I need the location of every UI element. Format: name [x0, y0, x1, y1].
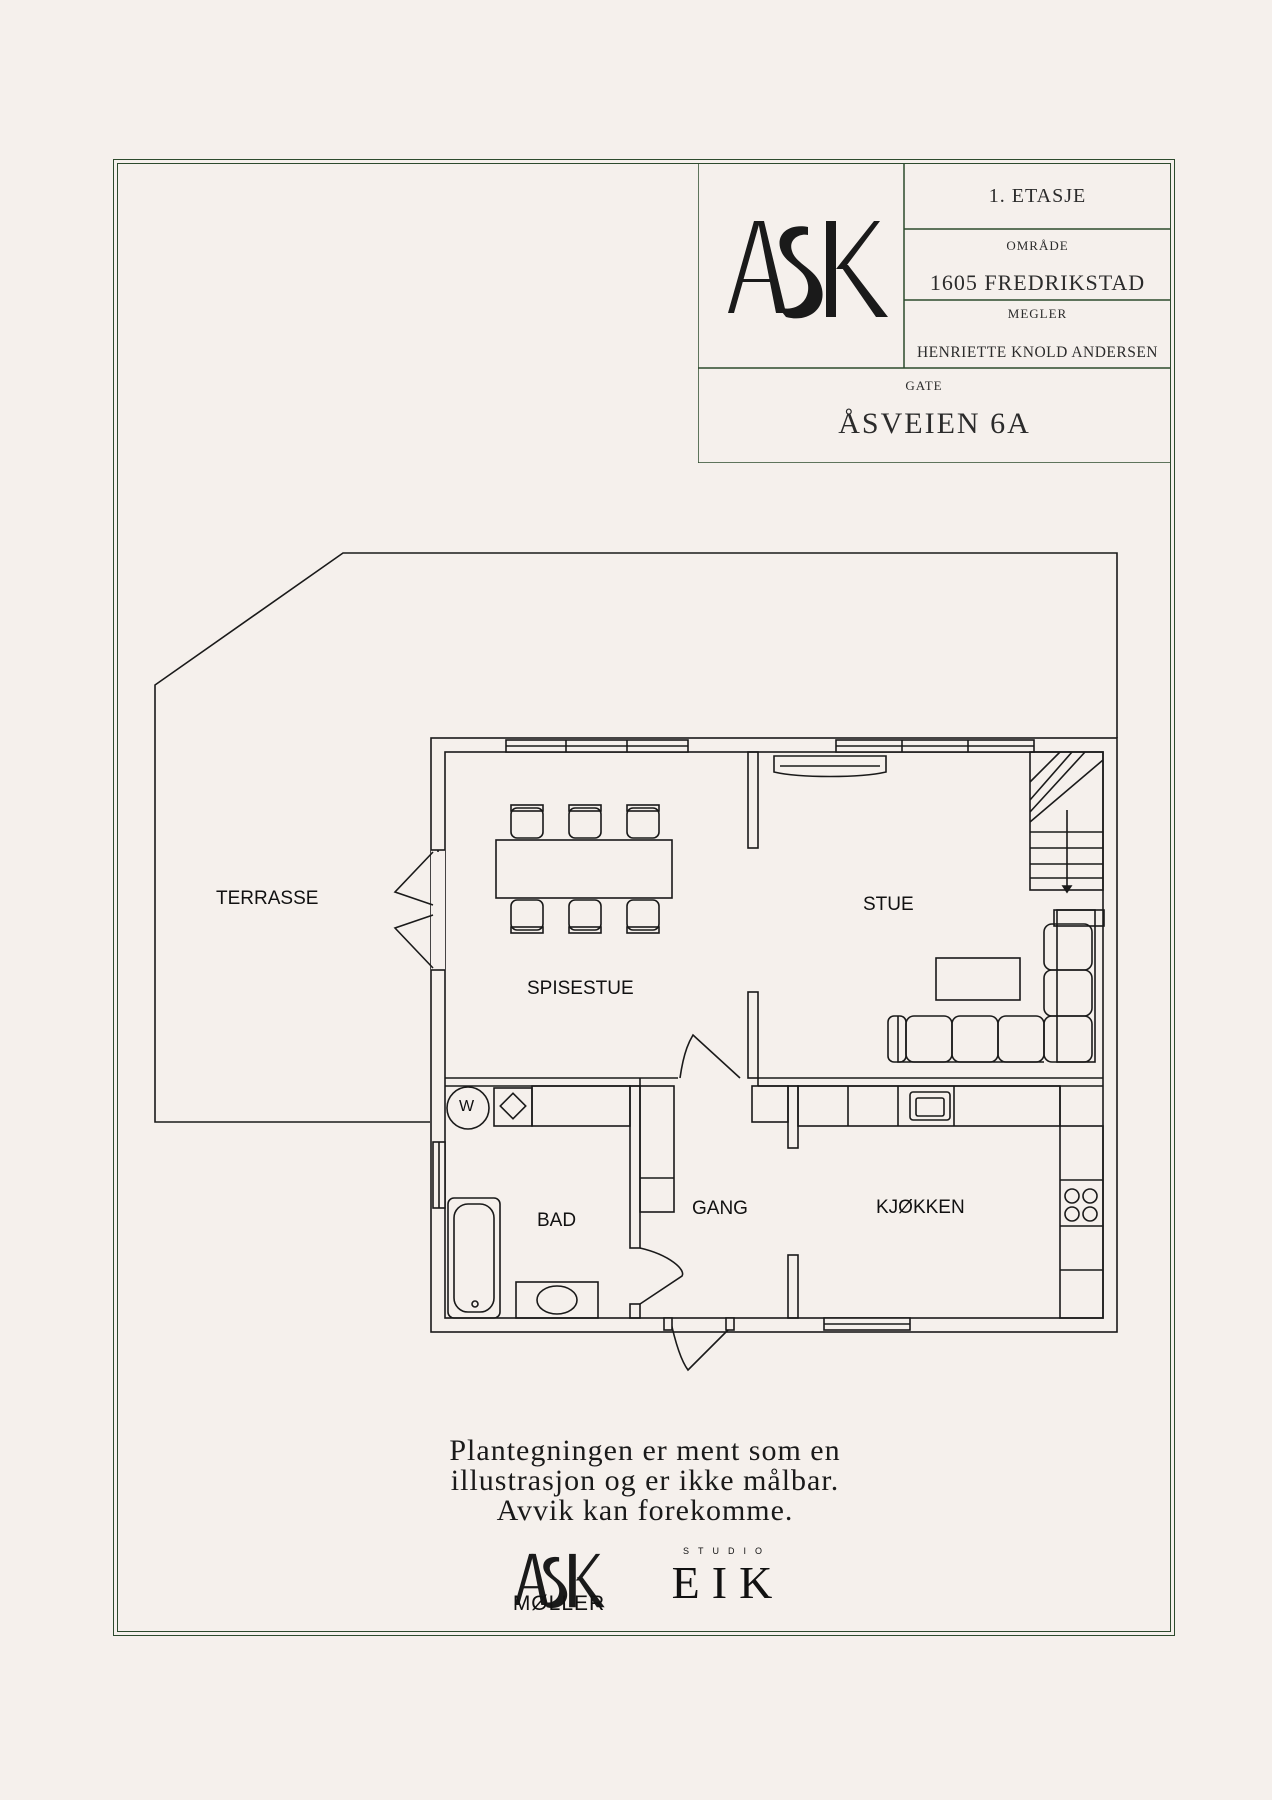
broker-label: MEGLER — [1007, 306, 1068, 321]
wardrobe — [639, 1085, 675, 1213]
moller-logo-text: MØLLER — [512, 1592, 606, 1615]
disclaimer-line-1: Plantegningen er ment som en — [449, 1434, 841, 1467]
bath-sink — [515, 1281, 599, 1319]
outer-frame — [113, 159, 1175, 1636]
sofa-right-back — [1056, 909, 1096, 1063]
eik-logo-text: EIK — [671, 1557, 785, 1608]
house-outer-wall — [430, 737, 1118, 1333]
washer — [446, 1086, 490, 1130]
ask-moller-logo-icon — [514, 1553, 605, 1609]
terrace-outline — [154, 552, 1118, 1123]
floor-label: 1. ETASJE — [988, 185, 1087, 207]
room-label-kitchen: KJØKKEN — [876, 1197, 965, 1218]
street-value: ÅSVEIEN 6A — [838, 407, 1031, 440]
street-label: GATE — [905, 378, 943, 393]
area-value: 1605 FREDRIKSTAD — [929, 270, 1146, 295]
kitchen-counter-right — [1059, 1125, 1104, 1319]
studio-logo-text: STUDIO — [682, 1546, 771, 1556]
bathtub — [447, 1197, 501, 1319]
stove — [1064, 1188, 1080, 1204]
room-label-living: STUE — [863, 894, 914, 915]
title-block: 1. ETASJE OMRÅDE 1605 FREDRIKSTAD MEGLER… — [698, 163, 1171, 463]
ask-logo-icon — [728, 221, 888, 319]
disclaimer: Plantegningen er ment som en illustrasjo… — [360, 1436, 930, 1526]
title-block-grid — [698, 163, 1171, 463]
disclaimer-line-2: illustrasjon og er ikke målbar. — [450, 1464, 840, 1497]
room-label-bath: BAD — [537, 1210, 577, 1231]
area-label: OMRÅDE — [1006, 238, 1069, 253]
dining-table — [495, 839, 673, 899]
coffee-table — [935, 957, 1021, 1001]
fireplace — [773, 755, 887, 778]
room-label-hall: GANG — [692, 1198, 748, 1219]
dining-chairs — [510, 804, 660, 934]
washer-label: W — [459, 1098, 475, 1115]
house-inner-wall — [444, 751, 1104, 1319]
room-label-terrace: TERRASSE — [216, 888, 319, 909]
room-label-dining: SPISESTUE — [527, 978, 634, 999]
inner-frame — [117, 163, 1171, 1632]
kitchen-sink — [909, 1091, 951, 1121]
broker-value: HENRIETTE KNOLD ANDERSEN — [916, 344, 1159, 361]
disclaimer-line-3: Avvik kan forekomme. — [496, 1494, 794, 1527]
